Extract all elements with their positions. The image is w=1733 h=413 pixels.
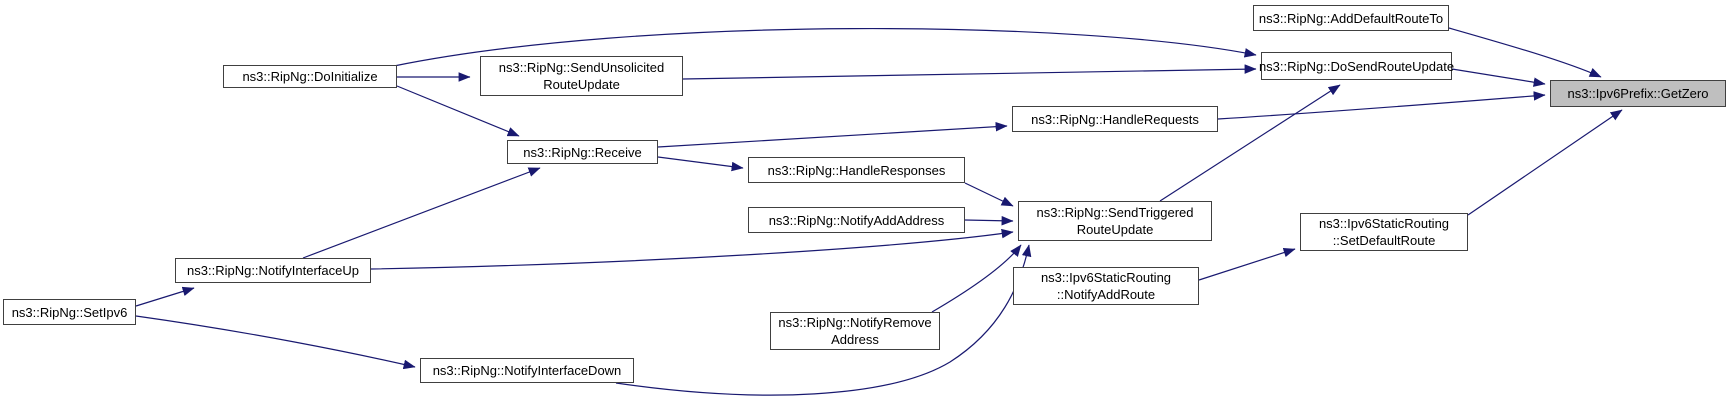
node-getzero-highlighted: ns3::Ipv6Prefix::GetZero (1550, 80, 1726, 107)
node-setipv6[interactable]: ns3::RipNg::SetIpv6 (3, 299, 136, 325)
node-notifyaddaddress[interactable]: ns3::RipNg::NotifyAddAddress (748, 207, 965, 233)
edge-notifyinterfacedown-to-sendtriggered (615, 244, 1032, 396)
edge-setipv6-to-notifyinterfacedown (135, 315, 416, 370)
edge-handlerequests-to-getzero (1217, 91, 1546, 120)
edge-notifyremoveaddress-to-sendtriggered (931, 244, 1022, 313)
node-dosendrouteupdate[interactable]: ns3::RipNg::DoSendRouteUpdate (1259, 52, 1454, 80)
node-receive[interactable]: ns3::RipNg::Receive (507, 140, 658, 164)
node-notifyremoveaddress[interactable]: ns3::RipNg::NotifyRemove Address (770, 312, 940, 350)
edge-notifyaddaddress-to-sendtriggered (964, 215, 1014, 226)
node-sendunsolicitedrouteupdate[interactable]: ns3::RipNg::SendUnsolicited RouteUpdate (480, 56, 683, 96)
node-notifyinterfaceup[interactable]: ns3::RipNg::NotifyInterfaceUp (175, 258, 371, 283)
node-handlerequests[interactable]: ns3::RipNg::HandleRequests (1012, 106, 1218, 132)
edge-notifyinterfaceup-to-sendtriggered (370, 228, 1014, 270)
edge-handleresponses-to-sendtriggered (964, 182, 1014, 207)
edge-dosendrouteupdate-to-getzero (1451, 68, 1546, 87)
edge-notifyaddroute-to-setdefaultroute (1198, 247, 1296, 281)
edge-doinitialize-to-dosendrouteupdate (393, 27, 1257, 67)
edge-sendtriggered-to-dosendrouteupdate (1159, 84, 1341, 202)
node-notifyaddroute[interactable]: ns3::Ipv6StaticRouting ::NotifyAddRoute (1013, 267, 1199, 305)
edge-adddefaultrouteto-to-getzero (1448, 27, 1602, 78)
edge-sendunsolicited-to-dosendrouteupdate (682, 64, 1257, 80)
edge-doinitialize-to-receive (396, 85, 520, 137)
node-notifyinterfacedown[interactable]: ns3::RipNg::NotifyInterfaceDown (420, 358, 634, 383)
node-handleresponses[interactable]: ns3::RipNg::HandleResponses (748, 157, 965, 183)
node-adddefaultrouteto[interactable]: ns3::RipNg::AddDefaultRouteTo (1253, 5, 1449, 31)
node-doinitialize[interactable]: ns3::RipNg::DoInitialize (223, 65, 397, 88)
edge-setipv6-to-notifyinterfaceup (135, 286, 195, 307)
node-setdefaultroute[interactable]: ns3::Ipv6StaticRouting ::SetDefaultRoute (1300, 213, 1468, 251)
node-sendtriggeredrouteupdate[interactable]: ns3::RipNg::SendTriggered RouteUpdate (1018, 201, 1212, 241)
edge-receive-to-handleresponses (657, 156, 744, 172)
edge-notifyinterfaceup-to-receive (302, 167, 541, 259)
edge-receive-to-handlerequests (657, 121, 1008, 148)
edge-setdefaultroute-to-getzero (1467, 109, 1623, 216)
